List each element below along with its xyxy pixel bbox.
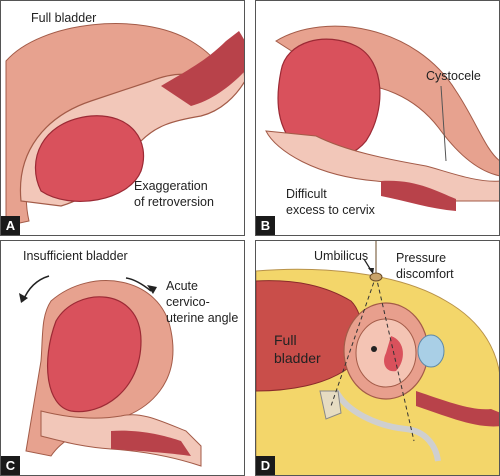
panel-b-illustration	[265, 25, 499, 211]
label-bladder: bladder	[274, 350, 321, 366]
bladder-shape	[277, 38, 381, 159]
label-insufficient-bladder: Insufficient bladder	[23, 249, 128, 263]
label-full: Full	[274, 332, 297, 348]
label-acute: Acute	[166, 279, 198, 293]
panel-d: Umbilicus Pressure discomfort Full bladd…	[255, 240, 500, 476]
label-pressure: Pressure	[396, 251, 447, 265]
panel-a-illustration	[5, 23, 244, 227]
panel-d-illustration	[256, 241, 499, 475]
label-uterine-angle: uterine angle	[166, 311, 239, 325]
label-retroversion: of retroversion	[134, 195, 214, 209]
label-cystocele: Cystocele	[426, 69, 481, 83]
bladder-shape	[34, 115, 145, 202]
panel-a: Full bladder Exaggeration of retroversio…	[0, 0, 245, 236]
label-exaggeration: Exaggeration	[134, 179, 208, 193]
panel-c-illustration	[19, 275, 202, 467]
label-umbilicus: Umbilicus	[314, 249, 369, 263]
label-full-bladder: Full bladder	[31, 11, 97, 25]
panel-badge-c: C	[1, 456, 20, 475]
label-excess-to-cervix: excess to cervix	[286, 203, 375, 217]
panel-b: Cystocele Difficult excess to cervix B	[255, 0, 500, 236]
label-cervico: cervico-	[166, 295, 210, 309]
bladder-shape	[46, 296, 142, 413]
panel-badge-a: A	[1, 216, 20, 235]
panel-c: Insufficient bladder Acute cervico- uter…	[0, 240, 245, 476]
label-discomfort: discomfort	[396, 267, 454, 281]
panel-badge-d: D	[256, 456, 275, 475]
label-difficult: Difficult	[286, 187, 327, 201]
panel-badge-b: B	[256, 216, 275, 235]
